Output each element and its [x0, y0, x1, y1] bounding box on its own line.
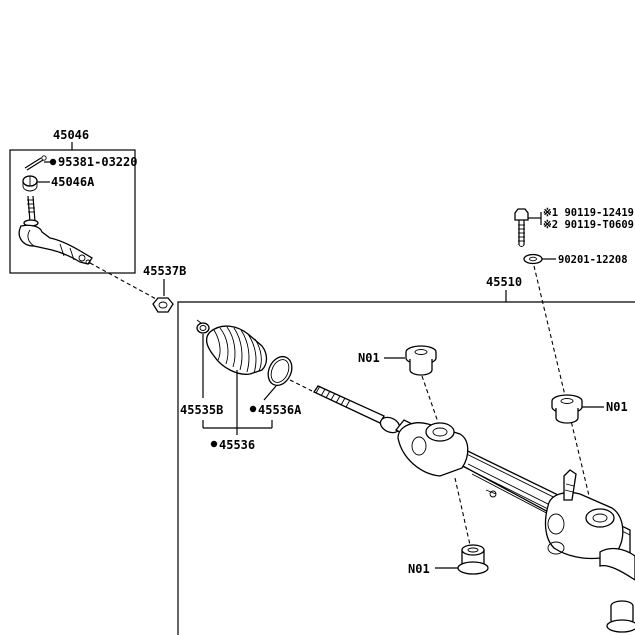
nut-45537b-group[interactable]: 45537B	[143, 264, 186, 313]
steering-gear-group[interactable]: 45510	[177, 275, 635, 635]
label-45535b[interactable]: 45535B	[180, 403, 223, 417]
label-45536a[interactable]: 45536A	[258, 403, 302, 417]
label-n01-b[interactable]: N01	[606, 400, 628, 414]
cotter-pin-icon	[24, 155, 47, 171]
label-bolt-ref2[interactable]: ※2 90119-T0609	[543, 219, 634, 231]
boot-set-group[interactable]: 45535B 45536A 45536	[180, 319, 302, 452]
filled-dot-marker	[210, 440, 218, 448]
bushing-icon	[405, 345, 437, 376]
bushing-icon	[457, 544, 489, 575]
tie-rod-end-group[interactable]: 45046 95381-03220 45046A	[9, 128, 137, 274]
bushing-a-group[interactable]: N01	[358, 345, 437, 376]
bushing-a-dash	[421, 375, 441, 429]
label-45536[interactable]: 45536	[219, 438, 255, 452]
steering-boot-icon	[205, 325, 268, 375]
label-bolt-ref1[interactable]: ※1 90119-12419	[543, 207, 634, 219]
label-45510[interactable]: 45510	[486, 275, 522, 289]
castle-nut-icon	[22, 175, 38, 192]
bolt-group[interactable]: ※1 90119-12419 ※2 90119-T0609	[514, 207, 634, 247]
label-45046a[interactable]: 45046A	[51, 175, 95, 189]
steering-rack-icon[interactable]	[313, 385, 635, 633]
bushing-b-group[interactable]: N01	[551, 394, 628, 424]
label-95381-03220[interactable]: 95381-03220	[58, 155, 137, 169]
boot-ring-icon	[267, 355, 293, 387]
boot-to-rack-dash	[289, 379, 313, 392]
tie-rod-to-nut-dash	[89, 262, 159, 301]
washer-icon	[523, 253, 543, 265]
hex-nut-icon	[152, 297, 174, 313]
label-n01-c[interactable]: N01	[408, 562, 430, 576]
bushing-icon	[551, 394, 583, 424]
bushing-c-dash	[454, 477, 471, 546]
filled-dot-marker	[49, 158, 57, 166]
tie-rod-end-icon	[18, 195, 93, 265]
label-90201-12208[interactable]: 90201-12208	[558, 254, 628, 266]
label-45046[interactable]: 45046	[53, 128, 89, 142]
bushing-c-group[interactable]: N01	[408, 544, 489, 576]
label-n01-a[interactable]: N01	[358, 351, 380, 365]
boot-clamp-icon	[196, 319, 210, 334]
filled-dot-marker	[249, 405, 257, 413]
boot-ring-leader	[263, 385, 277, 401]
bolt-icon	[514, 208, 529, 247]
label-45537b[interactable]: 45537B	[143, 264, 186, 278]
washer-group[interactable]: 90201-12208	[523, 253, 628, 266]
gear-assy-box	[177, 301, 635, 635]
